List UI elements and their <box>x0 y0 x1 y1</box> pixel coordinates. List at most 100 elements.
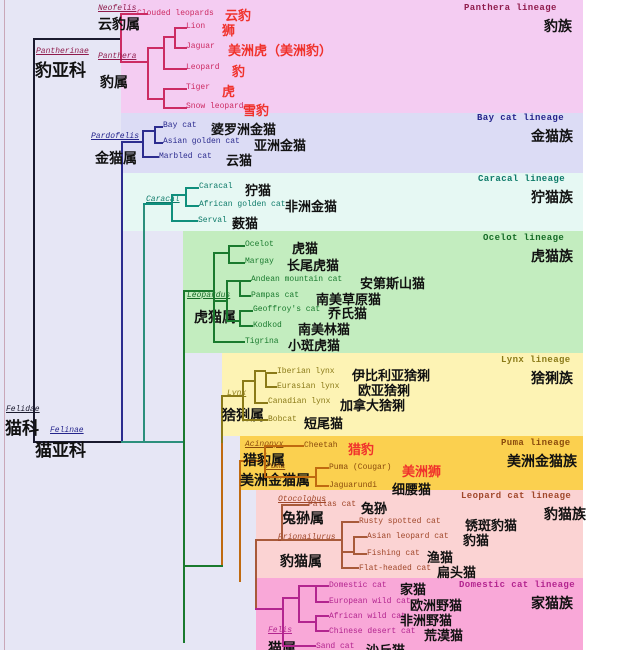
figure-left-border <box>4 0 5 650</box>
caracal-lineage-link <box>143 203 172 205</box>
caracal-agc-spine <box>185 187 187 207</box>
species-pallas-cat-cn: 兔狲 <box>361 502 388 517</box>
lynx-node-spine <box>242 380 244 421</box>
geoffroy-kodkod-spine <box>239 310 241 327</box>
band-leopardcat-lineage <box>256 490 583 578</box>
branch-serval <box>171 220 198 222</box>
felinae-spine-4-top <box>221 395 223 443</box>
felinae-chinese-label: 猫亚科 <box>35 441 86 461</box>
species-kodkod-cn: 南美林猫 <box>298 323 351 338</box>
species-european-wild-cat-en: European wild cat <box>329 597 411 606</box>
south-clade-branch-upper <box>226 280 240 282</box>
leopardus-spine <box>213 252 215 343</box>
felinae-spine-6 <box>255 539 257 609</box>
felis-crown-link <box>282 597 299 599</box>
species-pallas-cat-en: Pallas cat <box>308 500 357 509</box>
branch-cheetah <box>264 445 304 447</box>
domestic-lineage-link <box>255 608 283 610</box>
felinae-latin-label: Felinae <box>50 426 84 435</box>
lion-jaguar-spine <box>174 27 176 49</box>
species-african-golden-cat-cn: 非洲金猫 <box>285 200 338 215</box>
species-geoffroys-cat-cn: 乔氏猫 <box>328 307 368 322</box>
genus-panthera-chinese: 豹属 <box>100 75 128 91</box>
lynx-lineage-link <box>221 395 243 397</box>
leopardus-branch-ocelot-pair <box>213 252 229 254</box>
species-leopard-en: Leopard <box>186 63 220 72</box>
branch-kodkod <box>239 325 253 327</box>
band-domestic-lineage <box>256 578 583 650</box>
panthera-branch-lower <box>147 98 164 100</box>
south-clade-branch-lower <box>226 320 240 322</box>
branch-bay-cat <box>154 126 163 128</box>
genus-leopardus-latin: Leopardus <box>187 291 231 300</box>
branch-asian-leopard-cat <box>353 536 367 538</box>
species-kodkod-en: Kodkod <box>253 321 282 330</box>
species-sand-cat-en: Sand cat <box>316 642 355 650</box>
acinonyx-node-spine <box>264 445 266 477</box>
genus-acinonyx-latin: Acinonyx <box>245 440 283 449</box>
panthera-branch-upper <box>147 47 164 49</box>
species-snow-leopard-cn: 雪豹 <box>243 104 270 119</box>
species-andean-mountain-cat-cn: 安第斯山猫 <box>360 277 426 292</box>
species-caracal-en: Caracal <box>199 182 233 191</box>
pardofelis-upper-branch <box>142 130 155 132</box>
species-marbled-cat-en: Marbled cat <box>159 152 212 161</box>
band-panthera-lineage <box>121 0 583 113</box>
alc-fishing-spine <box>353 536 355 555</box>
branch-rusty-spotted-cat <box>341 521 359 523</box>
root-latin-label: Felidae <box>6 405 40 414</box>
panthera-upper-to-pair <box>163 36 175 38</box>
panthera-upper-spine <box>163 36 165 70</box>
species-sand-cat-cn: 沙丘猫 <box>366 640 405 650</box>
band-ocelot-lineage <box>183 231 583 353</box>
band-felinae-backdrop-a <box>121 231 183 650</box>
pardofelis-spine <box>142 130 144 158</box>
domestic-european-spine <box>315 585 317 603</box>
branch-domestic-cat <box>315 585 329 587</box>
pantherinae-to-neofelis <box>120 13 148 15</box>
felinae-spine-4 <box>221 395 223 565</box>
species-european-wild-cat-cn: 欧洲野猫 <box>410 599 463 614</box>
species-bay-cat-cn: 婆罗洲金猫 <box>211 123 277 138</box>
species-domestic-cat-cn: 家猫 <box>400 583 427 598</box>
species-asian-leopard-cat-en: Asian leopard cat <box>367 532 449 541</box>
species-cheetah-en: Cheetah <box>304 441 338 450</box>
branch-andean-mountain-cat <box>239 280 251 282</box>
species-iberian-lynx-cn: 伊比利亚猞猁 <box>352 369 431 384</box>
branch-puma <box>315 467 329 469</box>
caracal-upper-branch <box>171 194 186 196</box>
puma-lineage-link <box>239 460 265 462</box>
species-asian-golden-cat-en: Asian golden cat <box>163 137 240 146</box>
species-flat-headed-cat-cn: 扁头猫 <box>437 566 477 581</box>
species-rusty-spotted-cat-en: Rusty spotted cat <box>359 517 441 526</box>
species-tigrina-en: Tigrina <box>245 337 279 346</box>
species-chinese-desert-cat-cn: 荒漠猫 <box>424 629 464 644</box>
species-serval-en: Serval <box>198 216 227 225</box>
species-marbled-cat-cn: 云猫 <box>226 154 253 169</box>
leopardcat-node-spine <box>281 504 283 540</box>
species-tigrina-cn: 小斑虎猫 <box>288 339 341 354</box>
species-jaguar-cn: 美洲虎（美洲豹） <box>228 44 333 59</box>
branch-pampas-cat <box>239 295 251 297</box>
branch-flat-headed-cat <box>341 567 359 569</box>
species-asian-leopard-cat-cn: 豹猫 <box>463 534 490 549</box>
species-clouded-leopards-cn: 云豹 <box>225 9 252 24</box>
species-african-golden-cat-en: African golden cat <box>199 200 286 209</box>
species-jaguarundi-cn: 细腰猫 <box>392 483 432 498</box>
lineage-label-puma-latin: Puma lineage <box>501 438 571 448</box>
root-chinese-label: 猫科 <box>5 419 39 439</box>
felinae-node3-horizontal <box>183 565 223 567</box>
branch-margay <box>228 262 245 264</box>
prionailurus-spine <box>341 521 343 569</box>
lineage-label-baycat-chinese: 金猫族 <box>531 129 573 145</box>
pantherinae-spine <box>120 13 122 63</box>
felis-crown-lower-link <box>298 621 316 623</box>
branch-pallas-cat <box>281 504 309 506</box>
species-iberian-lynx-en: Iberian lynx <box>277 367 335 376</box>
species-pampas-cat-en: Pampas cat <box>251 291 300 300</box>
lineage-label-domestic-chinese: 家猫族 <box>531 596 573 612</box>
species-geoffroys-cat-en: Geoffroy's cat <box>253 305 321 314</box>
pantherinae-to-panthera <box>120 61 148 63</box>
species-bobcat-en: Bobcat <box>268 415 297 424</box>
